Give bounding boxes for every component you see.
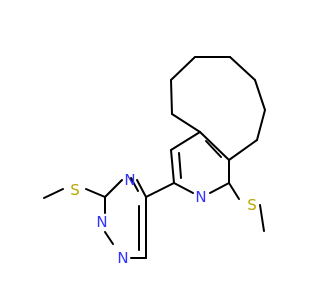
molecule-diagram: N N N N S S xyxy=(43,56,266,267)
structure-svg: N N N N S S xyxy=(43,56,266,267)
biaryl-bond xyxy=(145,182,175,198)
smethyl-left xyxy=(43,188,106,199)
nitrogen-atom-label: N xyxy=(195,188,206,206)
nitrogen-atom-label: N xyxy=(117,249,128,267)
nitrogen-atom-label: N xyxy=(124,171,135,189)
sulfur-atom-label: S xyxy=(70,181,80,199)
smethyl-right xyxy=(228,182,265,232)
triazine-ring xyxy=(104,177,147,259)
nitrogen-atom-label: N xyxy=(96,213,107,231)
sulfur-atom-label: S xyxy=(247,196,257,214)
pyridine-ring xyxy=(170,131,230,194)
cyclooctane-ring xyxy=(170,56,266,161)
